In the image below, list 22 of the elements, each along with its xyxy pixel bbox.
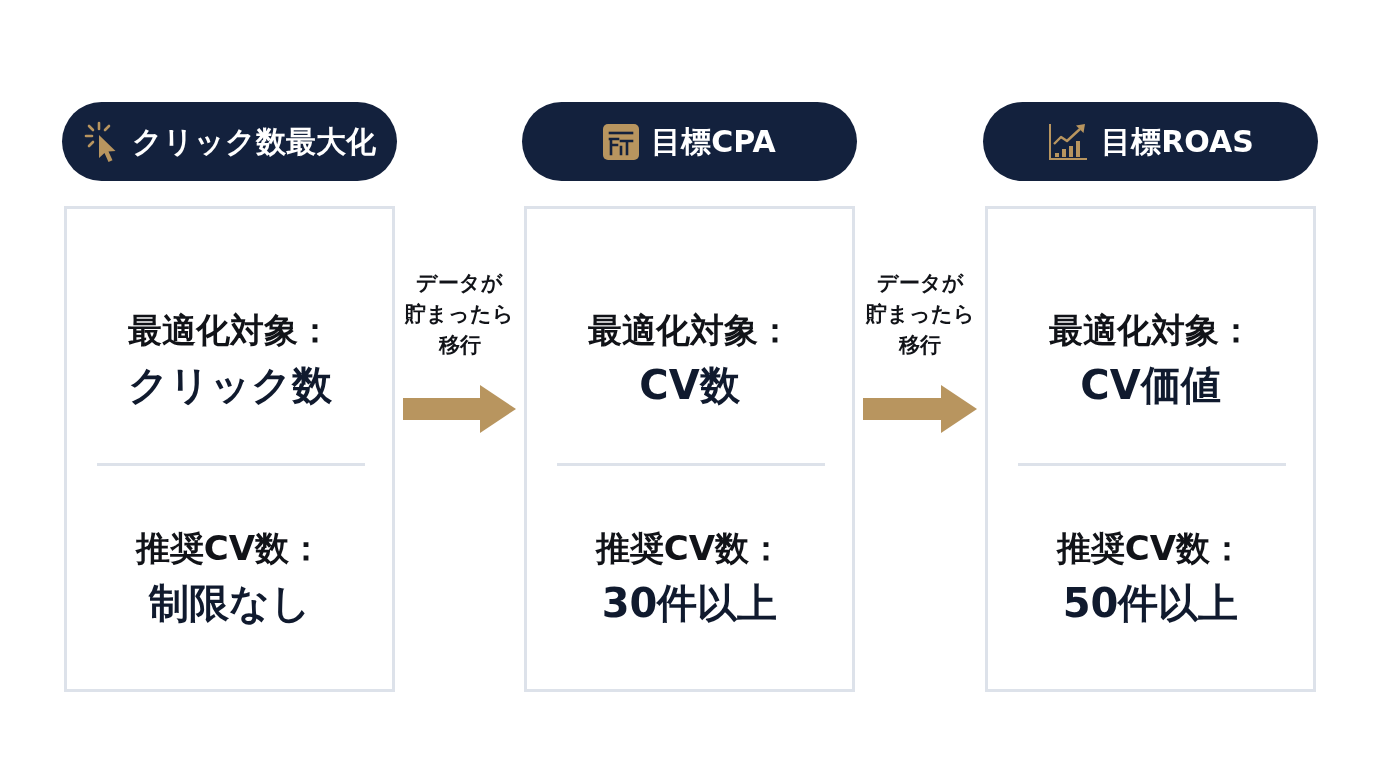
block-arrow (863, 385, 977, 433)
field-value: クリック数 (127, 361, 332, 410)
header-title: 目標CPA (651, 126, 776, 157)
field-label: 推奨CV数： (135, 527, 324, 570)
info-card (64, 206, 395, 692)
info-card (985, 206, 1316, 692)
field-value: 制限なし (148, 579, 311, 628)
field-label: 最適化対象： (587, 309, 792, 352)
header-title: 目標ROAS (1101, 126, 1254, 157)
field-value: 30件以上 (601, 579, 778, 628)
block-arrow (403, 385, 516, 433)
field-label: 推奨CV数： (1056, 527, 1245, 570)
edge-label: データが貯まったら移行 (403, 270, 515, 359)
field-label: 最適化対象： (127, 309, 332, 352)
field-value: CV数 (639, 361, 740, 410)
info-card (524, 206, 855, 692)
field-value: CV価値 (1080, 361, 1221, 410)
field-label: 最適化対象： (1048, 309, 1253, 352)
field-value: 50件以上 (1062, 579, 1239, 628)
header-title: クリック数最大化 (131, 126, 376, 157)
field-label: 推奨CV数： (595, 527, 784, 570)
edge-label: データが貯まったら移行 (864, 270, 976, 359)
